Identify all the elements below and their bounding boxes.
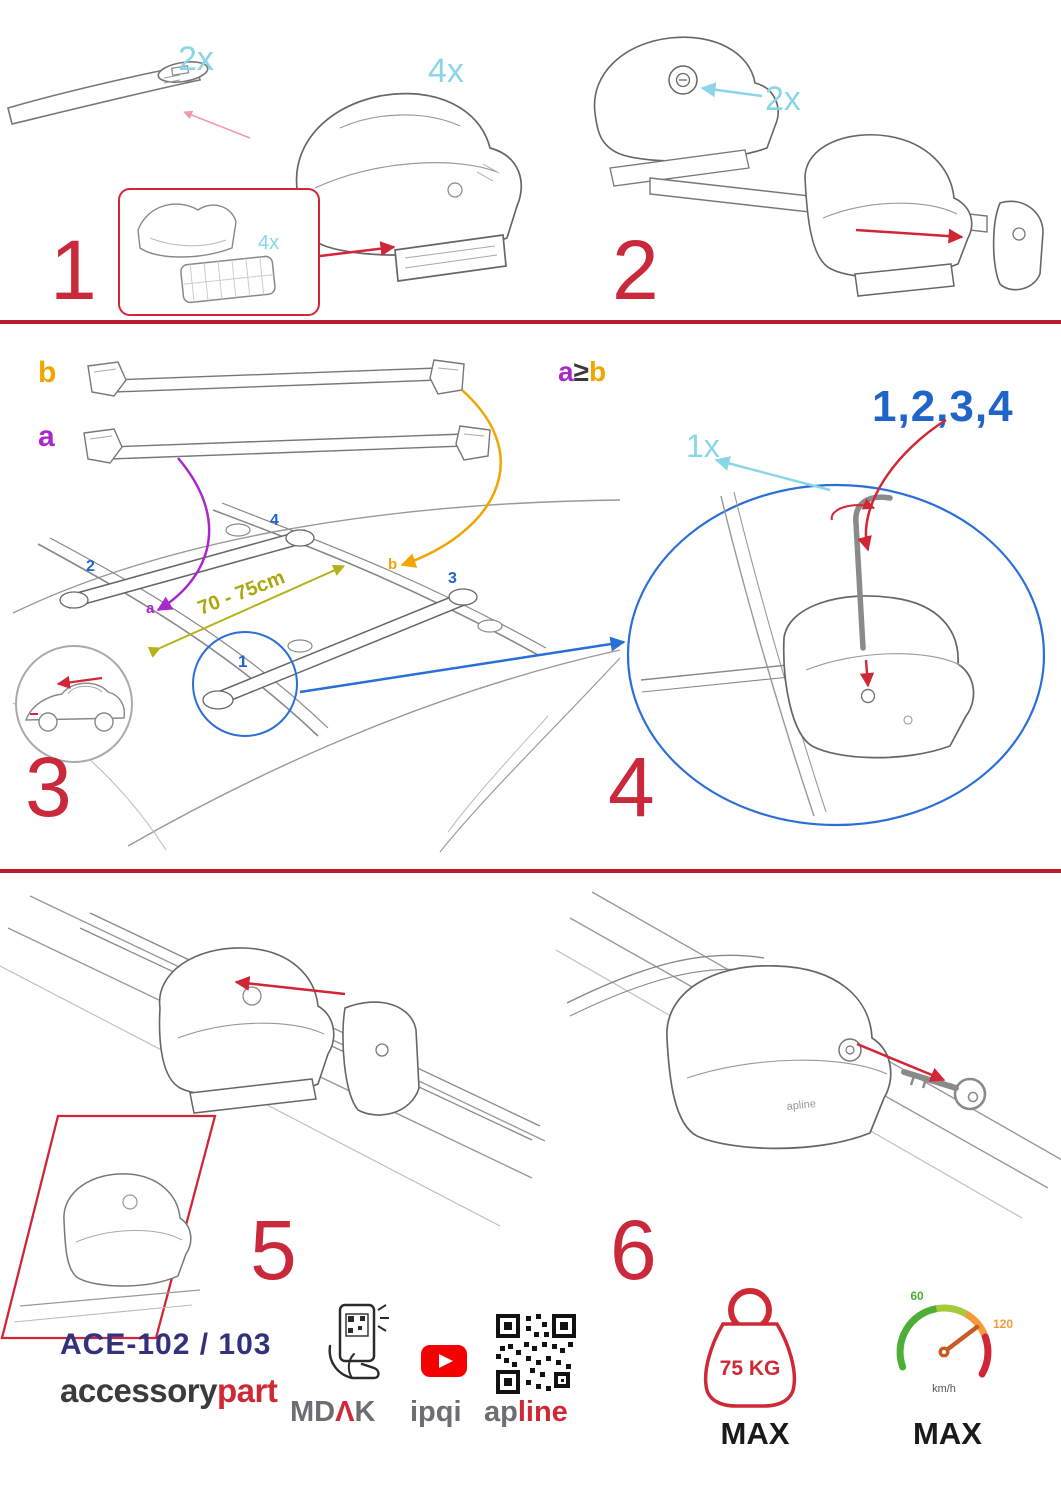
mdak-caret: Λ	[335, 1396, 355, 1428]
roof-illustration	[12, 499, 621, 853]
step5-foot	[158, 947, 335, 1099]
step2-illustration: apline	[593, 36, 1044, 297]
slide-arrow	[234, 976, 346, 996]
mdak-pre: MD	[290, 1396, 336, 1428]
distance-arrow	[147, 564, 346, 658]
crossbar-illustration	[7, 61, 209, 125]
purple-arrow	[156, 457, 211, 612]
section1-arrows	[183, 82, 964, 258]
hand-outline	[328, 1344, 380, 1380]
position-4-label: 4	[270, 512, 279, 529]
weight-limit-icon: 75 KG	[703, 1288, 797, 1408]
inset-foot	[63, 1173, 192, 1287]
cyan-tool-arrow	[714, 456, 831, 492]
step-4-number: 4	[608, 740, 655, 834]
red-arrow-endcap	[855, 228, 964, 244]
car-direction-arrow	[56, 675, 103, 689]
needle	[941, 1324, 980, 1355]
phone-qr-scan-icon	[328, 1303, 389, 1380]
keyhole	[838, 1038, 862, 1062]
divider-1	[0, 320, 1061, 324]
condition-operator: ≥	[573, 356, 589, 387]
lock-quantity-label: 2x	[765, 80, 801, 118]
step-6-number: 6	[610, 1203, 657, 1297]
ipqi-logo: ipqi	[410, 1396, 462, 1428]
foot-base	[394, 234, 507, 282]
step-3-number: 3	[25, 740, 72, 834]
foot-quantity-label: 4x	[428, 52, 464, 90]
bar-b-illustration	[87, 359, 465, 397]
model-number: ACE-102 / 103	[60, 1328, 272, 1361]
pink-arrow	[183, 110, 251, 139]
roof-b-label: b	[388, 556, 398, 573]
weight-value: 75 KG	[720, 1357, 781, 1380]
step6-illustration: apline	[555, 891, 1061, 1219]
section2-arrows	[156, 389, 947, 694]
key-arrow	[856, 1042, 946, 1082]
youtube-icon	[421, 1345, 467, 1377]
step-2-number: 2	[612, 223, 659, 317]
condition-label: a≥b	[558, 356, 606, 388]
apline-logo: apline	[484, 1396, 568, 1429]
brand-wordmark: accessorypart	[60, 1372, 278, 1410]
rotate-arrow	[830, 498, 876, 521]
speedometer-icon: 60 120 km/h	[896, 1289, 1013, 1395]
speed-high-label: 120	[993, 1317, 1013, 1331]
red-arrow-pad	[319, 241, 396, 258]
pad-illustration	[137, 203, 276, 304]
foot-illustration-step1	[295, 92, 523, 282]
speed-low-label: 60	[910, 1289, 924, 1303]
pad-quantity-label: 4x	[258, 232, 280, 254]
apline-red: line	[517, 1396, 568, 1428]
condition-b: b	[588, 356, 607, 387]
step5-inset	[0, 1114, 217, 1340]
blue-zoom-arrow	[299, 636, 626, 694]
foot1-highlight-circle	[192, 631, 298, 737]
orange-arrow	[400, 389, 502, 568]
condition-a: a	[558, 356, 574, 387]
qr-code	[496, 1314, 576, 1394]
weight-max-label: MAX	[720, 1416, 790, 1451]
zoom-foot	[782, 595, 975, 759]
red-sequence-arrow	[857, 418, 947, 552]
car-silhouette	[24, 682, 126, 721]
foot-brand-text: apline	[786, 1098, 816, 1113]
step5-cover-piece	[342, 1001, 420, 1116]
end-cap-piece	[992, 200, 1044, 291]
apline-gray: ap	[484, 1396, 518, 1428]
key-icon	[901, 1069, 987, 1111]
tool-quantity-label: 1x	[686, 428, 720, 464]
step-1-number: 1	[50, 223, 97, 317]
mdak-logo: MDΛK	[290, 1396, 375, 1429]
cyan-arrow-lock	[700, 82, 763, 98]
press-arrow	[859, 659, 875, 688]
step-5-number: 5	[250, 1203, 297, 1297]
bar-a-label: a	[38, 420, 55, 453]
pad-inset-box: 4x	[118, 188, 320, 316]
roof-a-label: a	[146, 600, 155, 617]
step5-illustration	[0, 895, 545, 1227]
bar-quantity-label: 2x	[178, 40, 214, 78]
mdak-post: K	[354, 1396, 376, 1428]
position-2-label: 2	[86, 558, 95, 575]
brand-accessory: accessory	[60, 1372, 217, 1409]
divider-2	[0, 869, 1061, 873]
speed-max-label: MAX	[913, 1416, 982, 1451]
position-3-label: 3	[448, 570, 457, 587]
lock-cylinder	[668, 65, 698, 95]
bar-b-label: b	[38, 356, 57, 389]
position-1-label: 1	[238, 652, 248, 671]
zoom-detail-illustration	[626, 483, 1046, 827]
car-inset	[15, 645, 133, 763]
step6-foot	[666, 965, 892, 1150]
rubber-pad	[180, 255, 276, 304]
brand-part: part	[216, 1372, 278, 1409]
torque-bolt	[860, 688, 876, 704]
bar-a-illustration	[83, 425, 491, 464]
speed-unit-label: km/h	[932, 1383, 956, 1395]
